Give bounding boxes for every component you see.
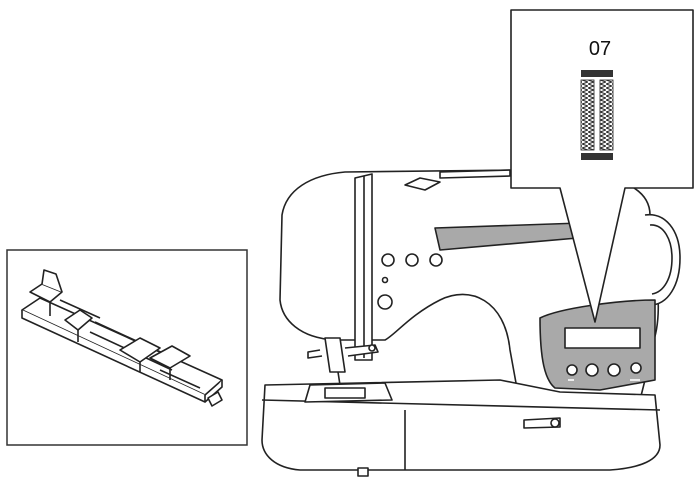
stitch-number-label: 07 xyxy=(570,38,630,61)
presser-foot-inset xyxy=(7,250,247,445)
